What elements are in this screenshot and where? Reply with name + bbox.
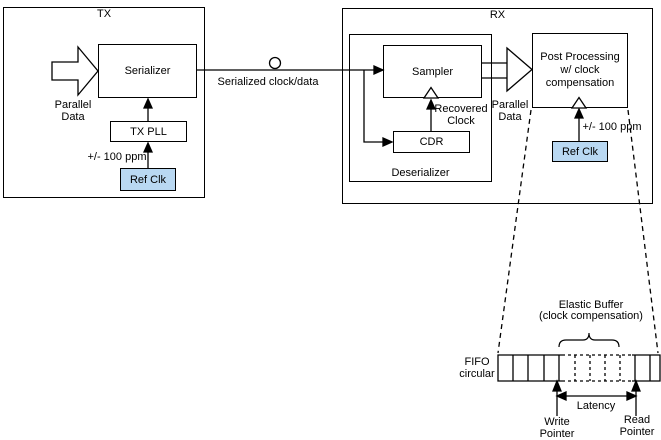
fifo-cell-dividers-solid bbox=[512, 355, 651, 381]
read-pointer-label: Read Pointer bbox=[619, 414, 655, 438]
cdr-box: CDR bbox=[393, 131, 470, 153]
rx-ppm-label: +/- 100 ppm bbox=[582, 121, 642, 133]
write-pointer-label: Write Pointer bbox=[539, 416, 575, 440]
fifo-buffer bbox=[497, 354, 661, 382]
recovered-clock-label: Recovered Clock bbox=[434, 103, 488, 127]
write-pointer-arrowhead bbox=[552, 379, 562, 392]
tx-parallel-data-label: Parallel Data bbox=[54, 99, 92, 123]
fifo-outline-dashed bbox=[562, 354, 632, 382]
deserializer-block bbox=[349, 34, 492, 182]
fifo-label: FIFO circular bbox=[459, 356, 495, 380]
elastic-buffer-brace bbox=[558, 332, 620, 348]
tx-block bbox=[3, 7, 205, 198]
tx-pll-box: TX PLL bbox=[110, 121, 187, 142]
tx-title: TX bbox=[96, 8, 112, 20]
serializer-box: Serializer bbox=[98, 44, 197, 98]
serializer-label: Serializer bbox=[124, 65, 171, 77]
rx-parallel-data-label: Parallel Data bbox=[491, 99, 529, 123]
rx-title: RX bbox=[489, 9, 506, 21]
post-processing-label: Post Processing w/ clock compensation bbox=[540, 51, 620, 89]
rx-ref-clk-box: Ref Clk bbox=[552, 141, 608, 162]
sampler-box: Sampler bbox=[383, 45, 482, 98]
post-processing-box: Post Processing w/ clock compensation bbox=[532, 33, 628, 108]
latency-right-arrowhead bbox=[626, 390, 638, 402]
fifo-cell-dividers-dashed bbox=[574, 355, 621, 381]
latency-label: Latency bbox=[576, 400, 616, 412]
latency-left-arrowhead bbox=[555, 390, 567, 402]
tx-ref-clk-label: Ref Clk bbox=[129, 173, 167, 186]
sampler-label: Sampler bbox=[412, 65, 453, 78]
read-pointer-arrowhead bbox=[631, 379, 641, 392]
serialized-clock-data-label: Serialized clock/data bbox=[217, 76, 319, 88]
serial-link-circle bbox=[268, 56, 282, 70]
cdr-label: CDR bbox=[419, 136, 444, 148]
tx-ppm-label: +/- 100 ppm bbox=[87, 151, 147, 163]
deserializer-label: Deserializer bbox=[391, 167, 450, 179]
tx-pll-label: TX PLL bbox=[130, 125, 167, 138]
elastic-buffer-label: Elastic Buffer (clock compensation) bbox=[539, 299, 643, 322]
fifo-outline-solid bbox=[497, 354, 661, 382]
tx-ref-clk-box: Ref Clk bbox=[120, 168, 176, 191]
rx-ref-clk-label: Ref Clk bbox=[561, 145, 599, 158]
